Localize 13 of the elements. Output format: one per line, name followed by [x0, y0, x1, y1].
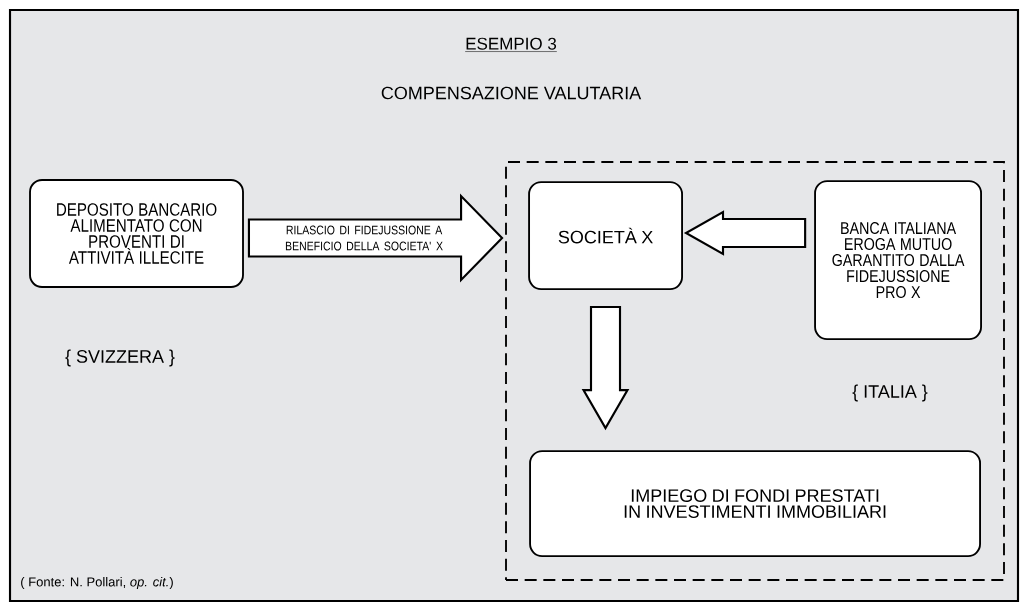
block-arrow: [581, 305, 630, 431]
process-box: DEPOSITO BANCARIO ALIMENTATO CON PROVENTI DI ATTIVITÀ ILLECITE: [29, 179, 244, 288]
title: ESEMPIO 3: [464, 37, 558, 52]
process-box: IMPIEGO DI FONDI PRESTATI IN INVESTIMENTI IMMOBILIARI: [529, 450, 981, 557]
region-label: { SVIZZERA }: [65, 349, 175, 367]
process-box: BANCA ITALIANA EROGA MUTUO GARANTITO DALLA FIDEJUSSIONE PRO X: [814, 180, 982, 340]
process-box: SOCIETÀ X: [528, 181, 683, 290]
source-note: ( Fonte: N. Pollari, op. cit.): [21, 576, 173, 590]
edge-label: RILASCIO DI FIDEJUSSIONE A BENEFICIO DELLA SOCIETA' X: [280, 224, 448, 252]
dashed-region: [505, 161, 1005, 581]
region-label: { ITALIA }: [852, 384, 928, 402]
block-arrow: [683, 210, 807, 256]
subtitle: COMPENSAZIONE VALUTARIA: [381, 86, 642, 100]
